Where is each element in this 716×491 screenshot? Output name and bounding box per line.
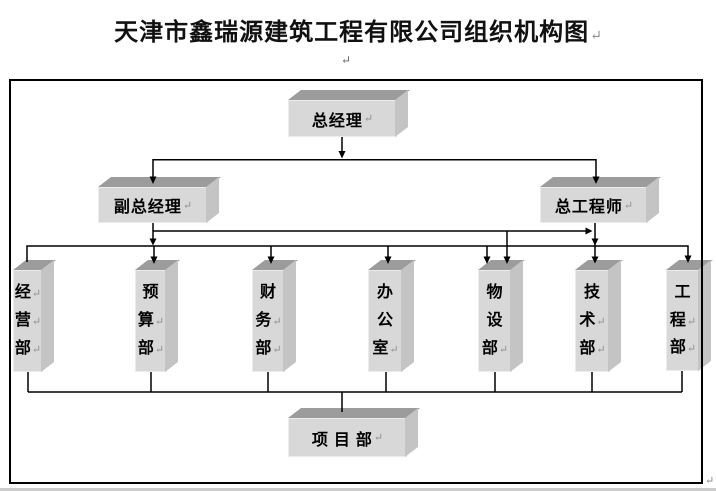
dept-char: 技 [583, 284, 600, 301]
paragraph-mark-icon: ↵ [272, 344, 282, 356]
dept-char: 物 [486, 284, 503, 301]
box-top-face [135, 260, 180, 270]
box-top-face [666, 260, 713, 270]
paragraph-mark-icon: ↵ [31, 344, 42, 356]
dept-operations: 经↵ 营↵ 部↵ [13, 270, 43, 372]
box-top-face [98, 177, 221, 187]
dept-char: 算 [137, 312, 154, 329]
dept-char: 设 [486, 312, 503, 329]
box-side-face [401, 260, 414, 372]
box-side-face [395, 90, 408, 137]
dept-technology: 技 术↵ 部↵ [575, 270, 610, 372]
dept-char: 部 [579, 340, 596, 357]
empty-paragraph-mark-icon: ↵ [341, 53, 352, 67]
box-top-face [575, 260, 623, 270]
dept-char: 经 [14, 284, 31, 301]
box-top-face [13, 260, 56, 270]
box-side-face [283, 260, 296, 372]
box-top-face [288, 408, 420, 418]
paragraph-mark-icon: ↵ [623, 199, 634, 212]
dept-char: 部 [137, 340, 154, 357]
dept-char: 部 [669, 339, 686, 357]
dept-char: 部 [255, 340, 272, 357]
dept-finance: 财 务↵ 部↵ [252, 270, 285, 372]
dept-char: 预 [142, 284, 159, 301]
dept-char: 术 [579, 312, 596, 329]
dept-char: 部 [481, 340, 498, 357]
paragraph-mark-icon: ↵ [31, 316, 42, 328]
paragraph-mark-icon: ↵ [498, 344, 509, 356]
frame-paragraph-mark-icon: ↵ [705, 475, 715, 487]
paragraph-mark-icon: ↵ [363, 113, 374, 125]
dept-budget: 预 算↵ 部↵ [135, 270, 167, 372]
box-side-face [405, 408, 418, 457]
node-project-department: 项 目 部↵ [288, 418, 407, 457]
dept-char: 公 [376, 312, 393, 329]
box-side-face [41, 260, 54, 372]
node-label: 项 目 部 [311, 431, 373, 449]
box-side-face [608, 260, 621, 372]
paragraph-mark-icon: ↵ [596, 316, 606, 328]
box-side-face [510, 260, 523, 372]
box-side-face [646, 177, 659, 223]
dept-char: 部 [14, 340, 31, 357]
box-side-face [698, 260, 711, 371]
node-deputy-general-manager: 副总经理↵ [98, 187, 208, 223]
paragraph-mark-icon: ↵ [272, 316, 282, 328]
paragraph-mark-icon: ↵ [686, 315, 697, 328]
dept-char: 工 [674, 283, 691, 301]
dept-char: 营 [14, 312, 31, 329]
window-bottom-edge [0, 488, 716, 491]
dept-char: 务 [255, 312, 272, 329]
node-label: 总工程师 [554, 199, 623, 216]
paragraph-mark-icon: ↵ [596, 344, 606, 356]
dept-char: 财 [259, 284, 276, 301]
dept-char: 室 [372, 340, 389, 357]
box-top-face [540, 177, 661, 187]
paragraph-mark-icon: ↵ [686, 343, 697, 356]
diagram-title: 天津市鑫瑞源建筑工程有限公司组织机构图↵ [0, 12, 716, 47]
box-side-face [206, 177, 219, 223]
dept-char: 办 [376, 284, 393, 301]
paragraph-mark-icon: ↵ [31, 288, 42, 300]
dept-materials-equipment: 物 设 部↵ [478, 270, 512, 372]
box-top-face [288, 90, 410, 100]
dept-engineering: 工 程↵ 部↵ [666, 270, 700, 371]
dept-char: 程 [669, 311, 686, 329]
node-chief-engineer: 总工程师↵ [540, 187, 648, 223]
node-general-manager: 总经理↵ [288, 100, 397, 137]
node-label: 总经理 [311, 112, 363, 130]
node-label: 副总经理 [113, 199, 182, 216]
box-side-face [165, 260, 178, 372]
box-top-face [252, 260, 298, 270]
paragraph-mark-icon: ↵ [182, 199, 193, 212]
title-paragraph-mark-icon: ↵ [590, 29, 602, 44]
diagram-title-text: 天津市鑫瑞源建筑工程有限公司组织机构图 [114, 20, 590, 46]
paragraph-mark-icon: ↵ [389, 344, 399, 356]
paragraph-mark-icon: ↵ [154, 344, 165, 356]
box-top-face [368, 260, 416, 270]
box-top-face [478, 260, 525, 270]
dept-office: 办 公 室↵ [368, 270, 403, 372]
paragraph-mark-icon: ↵ [154, 316, 165, 328]
paragraph-mark-icon: ↵ [373, 432, 384, 444]
